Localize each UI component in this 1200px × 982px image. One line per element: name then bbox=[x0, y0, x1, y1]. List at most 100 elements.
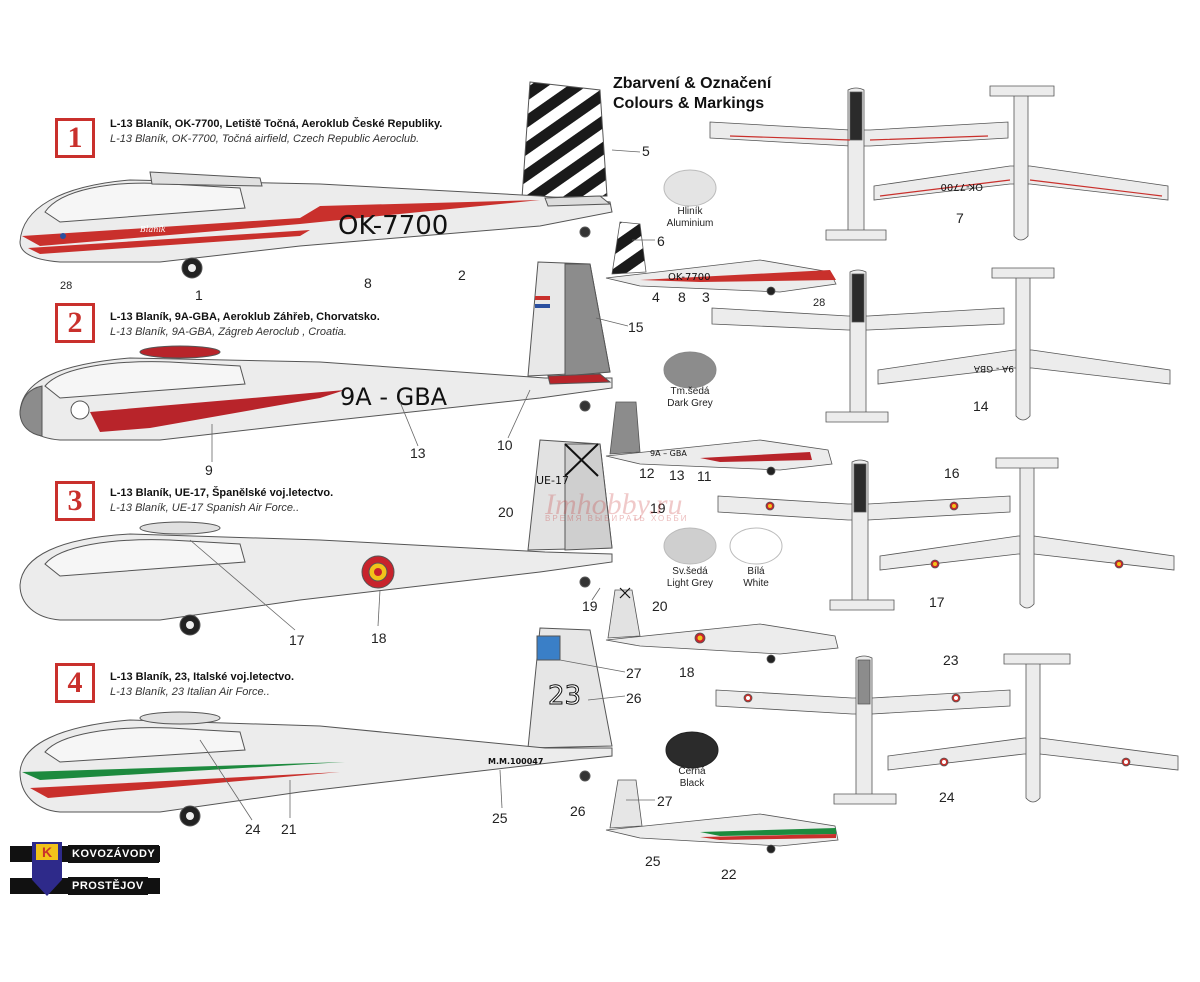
watermark-tagline: ВРЕМЯ ВЫБИРАТЬ ХОББИ bbox=[545, 514, 689, 523]
scheme-2-side-profile bbox=[19, 261, 613, 441]
scheme-3-caption: L-13 Blaník, UE-17, Španělské voj.letect… bbox=[110, 487, 334, 514]
callout-13b: 13 bbox=[669, 467, 685, 483]
swatch-aluminium bbox=[663, 169, 717, 207]
swatch-label-black: Černá Black bbox=[678, 766, 706, 789]
s2-tail-wheel bbox=[579, 400, 591, 412]
callout-6: 6 bbox=[657, 233, 665, 249]
callout-26b: 26 bbox=[570, 803, 586, 819]
scheme-1-badge: 1 bbox=[55, 118, 95, 158]
planform-4-top bbox=[715, 655, 1011, 805]
s4-stripe-green bbox=[22, 762, 345, 780]
callout-17a: 17 bbox=[289, 632, 305, 648]
sheet-header: Zbarvení & Označení Colours & Markings bbox=[613, 74, 771, 114]
callout-27a: 27 bbox=[626, 665, 642, 681]
s1-canopy bbox=[44, 182, 246, 223]
small-profile-1-registration: OK-7700 bbox=[668, 272, 710, 283]
s1-cheatline-2 bbox=[28, 230, 310, 254]
scheme-1-caption: L-13 Blaník, OK-7700, Letiště Točná, Aer… bbox=[110, 118, 443, 145]
small-profile-1 bbox=[605, 221, 837, 296]
callout-18b: 18 bbox=[679, 664, 695, 680]
callout-9: 9 bbox=[205, 462, 213, 478]
callout-12: 12 bbox=[639, 465, 655, 481]
callout-24a: 24 bbox=[245, 821, 261, 837]
s4-canopy bbox=[44, 727, 246, 763]
s2-flag-blue bbox=[535, 304, 550, 308]
callout-5: 5 bbox=[642, 143, 650, 159]
s1-main-wheel-hub bbox=[188, 264, 196, 272]
callout-1: 1 bbox=[195, 287, 203, 303]
s1-fin bbox=[521, 81, 608, 199]
watermark: Imhobby.ru bbox=[545, 488, 683, 521]
swatch-dark-grey bbox=[663, 351, 717, 389]
s4-wing-top bbox=[139, 711, 221, 725]
scheme-2-caption: L-13 Blaník, 9A-GBA, Aeroklub Záhřeb, Ch… bbox=[110, 311, 380, 338]
scheme-4-side-profile bbox=[19, 627, 613, 827]
callout-24b: 24 bbox=[939, 789, 955, 805]
planform-3-top bbox=[717, 459, 1011, 611]
s4-tail-number: 23 bbox=[548, 681, 581, 711]
callout-19b: 19 bbox=[582, 598, 598, 614]
callout-20a: 20 bbox=[498, 504, 514, 520]
s3-roundel-centre bbox=[374, 568, 382, 576]
callout-16: 16 bbox=[944, 465, 960, 481]
small-profile-2 bbox=[605, 401, 833, 476]
small-profile-4 bbox=[605, 779, 839, 854]
scheme-2-badge: 2 bbox=[55, 303, 95, 343]
s3-tail-wheel bbox=[579, 576, 591, 588]
s4-tail-wheel bbox=[579, 770, 591, 782]
s4-squadron-badge bbox=[536, 635, 561, 661]
planform-2-registration: 9A - GBA bbox=[973, 363, 1014, 373]
s2-club-emblem bbox=[70, 400, 90, 420]
logo-line-2: PROSTĚJOV bbox=[68, 877, 148, 895]
small-profile-3 bbox=[605, 587, 839, 664]
callout-22: 22 bbox=[721, 866, 737, 882]
callout-25b: 25 bbox=[645, 853, 661, 869]
callout-14: 14 bbox=[973, 398, 989, 414]
swatch-light-grey bbox=[663, 527, 717, 565]
callout-28b: 28 bbox=[813, 297, 826, 309]
planform-1-top bbox=[709, 87, 1009, 241]
swatch-black bbox=[665, 731, 719, 769]
callout-20b: 20 bbox=[652, 598, 668, 614]
s4-main-wheel-hub bbox=[186, 812, 194, 820]
swatch-white bbox=[729, 527, 783, 565]
callout-18a: 18 bbox=[371, 630, 387, 646]
callout-8b: 8 bbox=[678, 289, 686, 305]
s2-registration: 9A - GBA bbox=[340, 383, 448, 411]
s2-rudder bbox=[564, 263, 611, 377]
callout-26a: 26 bbox=[626, 690, 642, 706]
small-profile-2-registration: 9A – GBA bbox=[650, 449, 687, 458]
swatch-label-dark-grey: Tm.šedá Dark Grey bbox=[667, 386, 713, 409]
planform-3-bottom bbox=[879, 457, 1175, 609]
header-title-en: Colours & Markings bbox=[613, 95, 765, 112]
logo-line-1: KOVOZÁVODY bbox=[68, 845, 160, 863]
callout-19a: 19 bbox=[650, 500, 666, 516]
swatch-label-white: Bílá White bbox=[743, 566, 769, 589]
s4-serial: M.M.100047 bbox=[488, 757, 543, 766]
s2-stabilizer bbox=[547, 373, 612, 385]
planform-2-bottom bbox=[877, 267, 1171, 421]
s1-tail-wheel bbox=[579, 226, 591, 238]
s1-registration: OK-7700 bbox=[338, 211, 448, 241]
s3-canopy bbox=[44, 539, 246, 577]
scheme-3-badge: 3 bbox=[55, 481, 95, 521]
s2-wing-top bbox=[139, 345, 221, 359]
callout-11: 11 bbox=[697, 468, 712, 484]
planform-2-top bbox=[711, 269, 1005, 423]
scheme-4-badge: 4 bbox=[55, 663, 95, 703]
callout-10: 10 bbox=[497, 437, 513, 453]
s1-nose-emblem bbox=[60, 233, 66, 239]
header-title-cz: Zbarvení & Označení bbox=[613, 75, 772, 92]
s2-flag-red bbox=[535, 296, 550, 300]
s1-stabilizer bbox=[544, 195, 612, 207]
callout-15: 15 bbox=[628, 319, 644, 335]
callout-21: 21 bbox=[281, 821, 297, 837]
s3-x-mark-b bbox=[564, 443, 599, 477]
manufacturer-logo: K KOVOZÁVODY PROSTĚJOV bbox=[10, 842, 160, 898]
planform-4-bottom bbox=[887, 653, 1179, 803]
callout-8a: 8 bbox=[364, 275, 372, 291]
s2-red-band bbox=[90, 390, 345, 432]
callout-3: 3 bbox=[702, 289, 710, 305]
